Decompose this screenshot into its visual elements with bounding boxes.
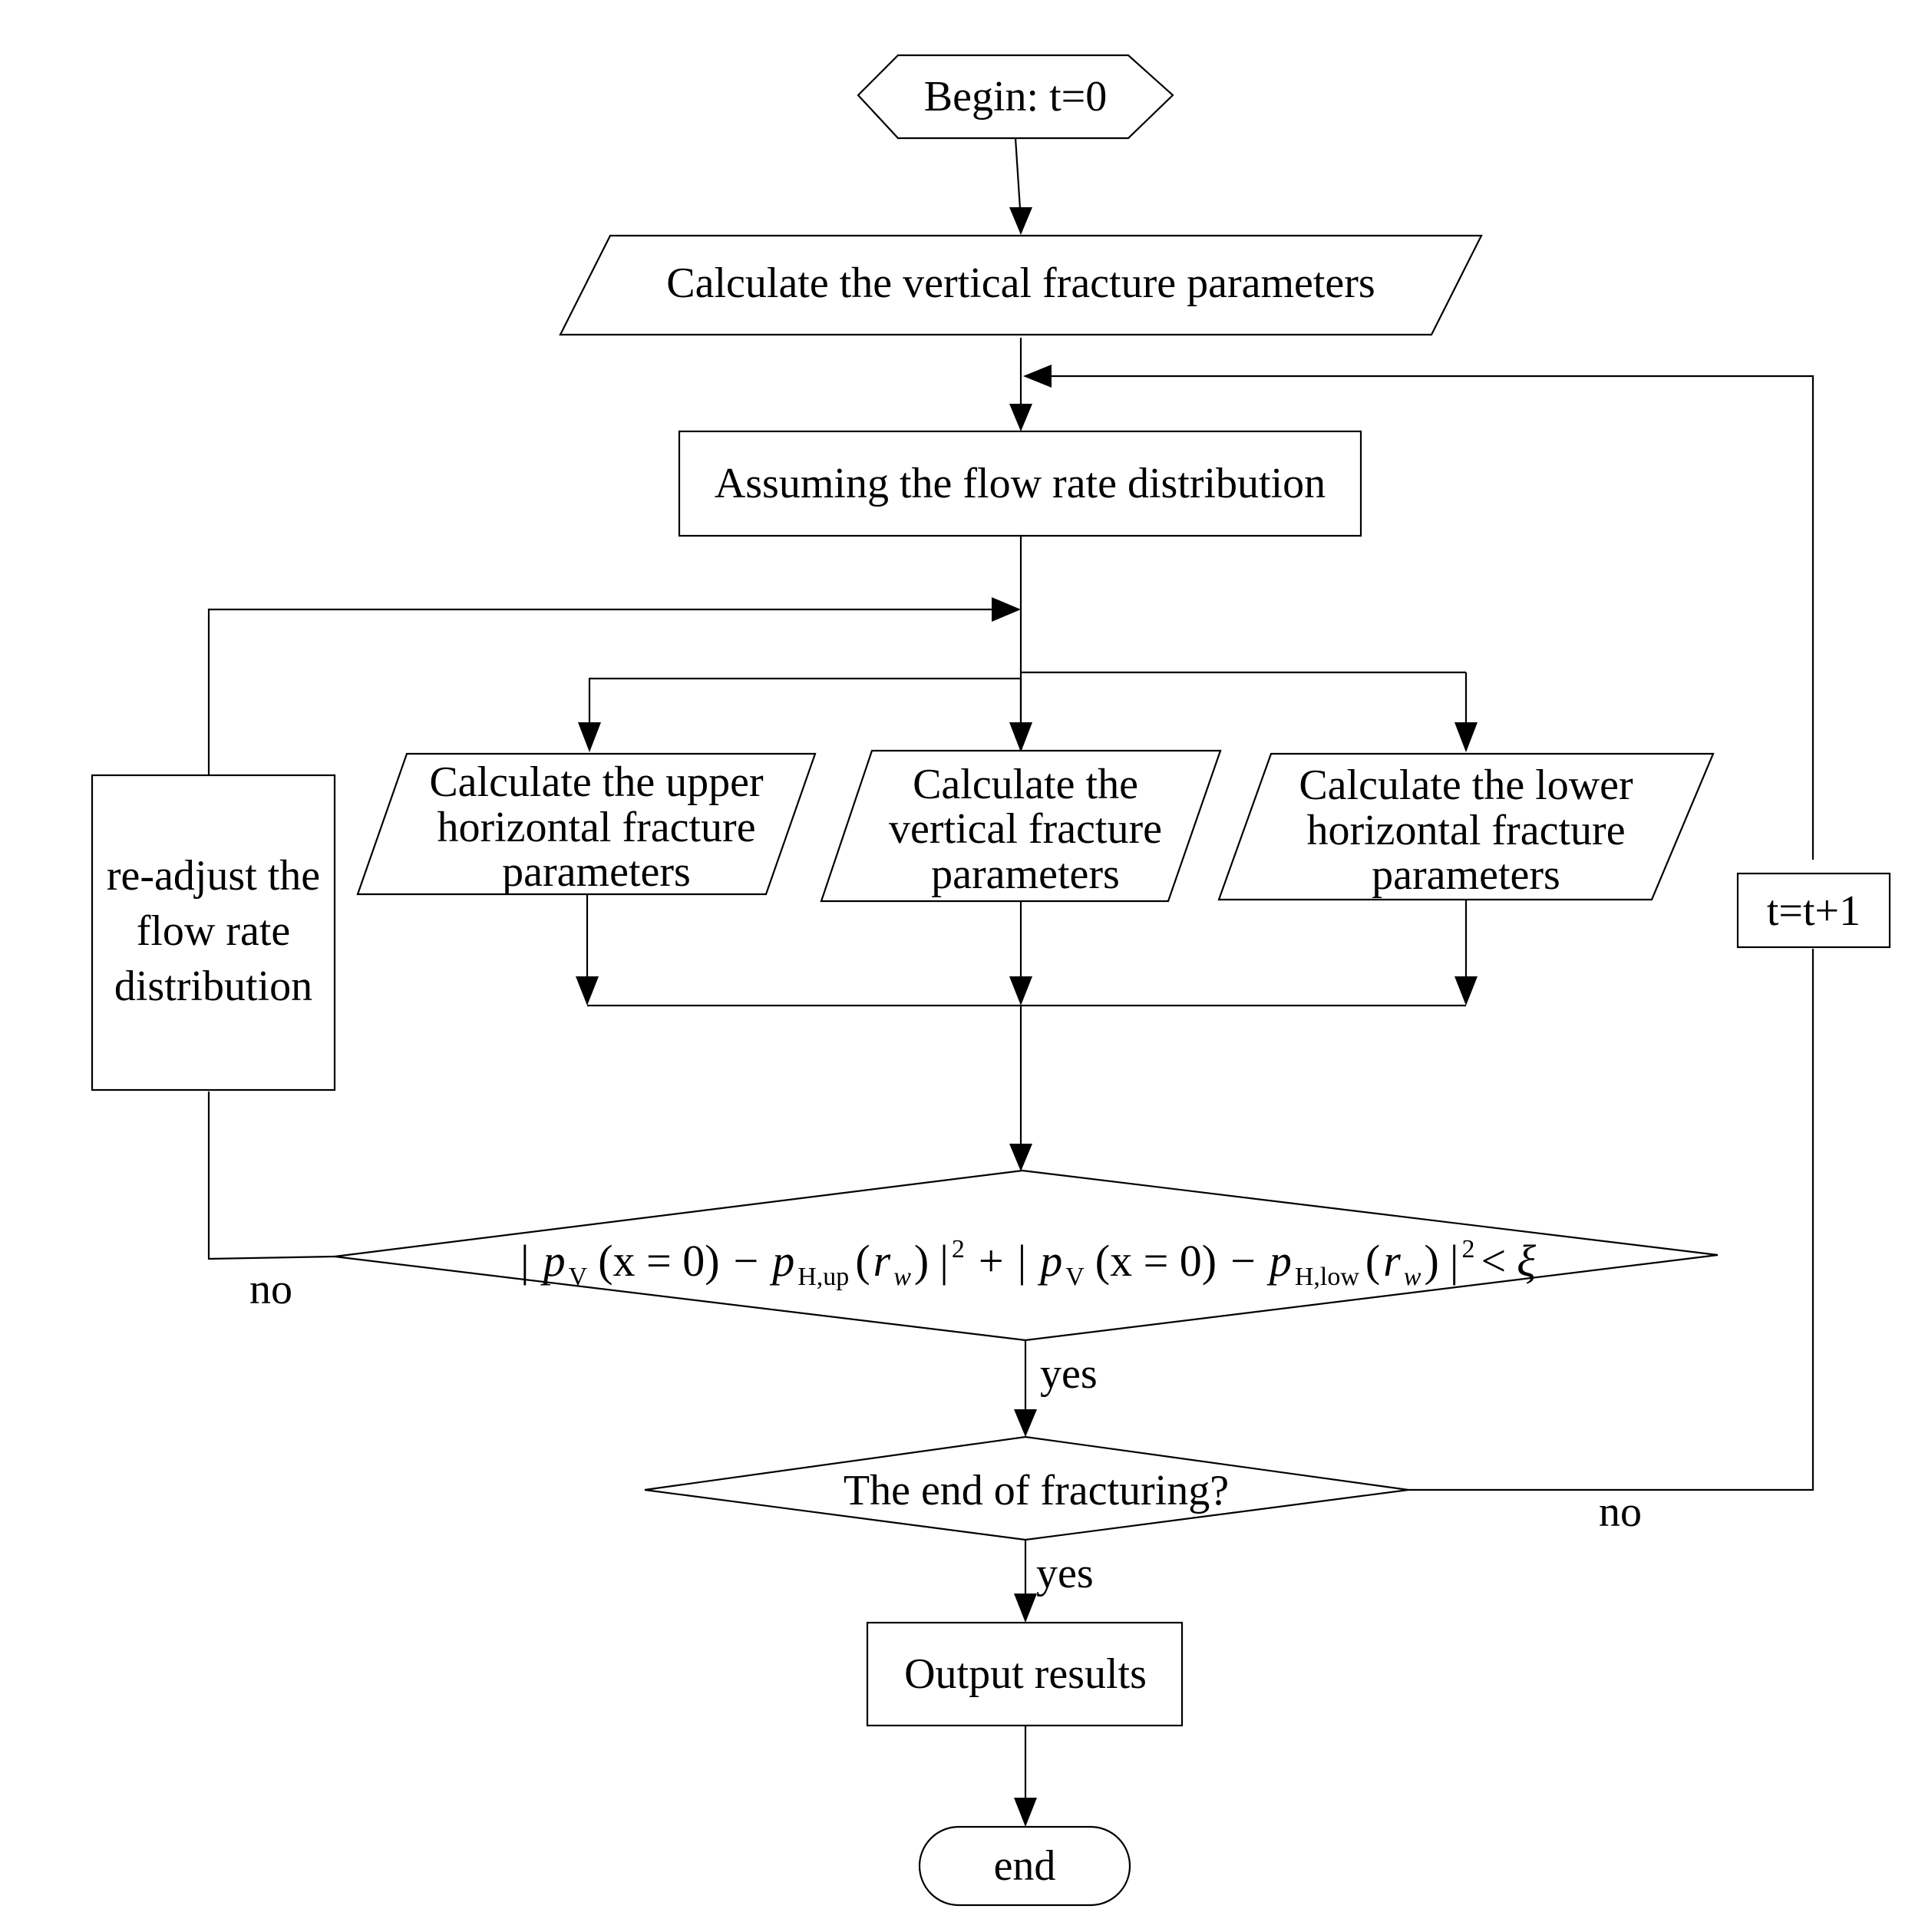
condition-diamond [334,1169,1719,1342]
output-box [866,1621,1184,1727]
edge-readjust-up [207,608,993,775]
calc-vertical-node: Calculate the vertical fracture paramete… [820,749,1222,903]
calc-vertical-line-3: parameters [931,850,1120,898]
assume-flow-box [678,430,1362,537]
readjust-line-2: flow rate [137,907,291,955]
formula-p-1: p [540,1236,566,1286]
formula-paren-open-2: ( [1365,1236,1380,1286]
begin-node: Begin: t=0 [857,54,1174,140]
end-question-node: The end of fracturing? [644,1435,1409,1541]
arrowhead-merge-center [1009,976,1032,1006]
formula-r-1: r [873,1236,891,1286]
readjust-line-3: distribution [114,963,312,1010]
calc-lower-line-3: parameters [1372,851,1560,899]
formula-paren-close-2: ) [1424,1236,1438,1286]
formula-sup-1: 2 [952,1235,965,1263]
calc-vertical-top-parallelogram [559,234,1483,336]
calc-vertical-line-1: Calculate the [913,761,1138,808]
end-terminator [918,1825,1131,1907]
end-yes-label: yes [1036,1550,1094,1597]
end-question-label: The end of fracturing? [844,1467,1229,1514]
formula-p-3: p [1037,1236,1062,1286]
begin-label: Begin: t=0 [924,73,1107,121]
calc-vertical-line-2: vertical fracture [889,805,1162,853]
formula-sub-w-2: w [1404,1263,1421,1291]
end-label: end [994,1842,1056,1890]
formula-x-1: (x = 0) [598,1236,719,1286]
end-question-diamond [644,1435,1409,1541]
formula-sub-w-1: w [893,1263,911,1291]
calc-vertical-parallelogram [820,749,1222,903]
formula-minus-1: − [734,1236,759,1286]
calc-lower-line-1: Calculate the lower [1299,761,1633,809]
formula-bar-3: | [1018,1236,1027,1286]
arrowhead-loop-return [1023,365,1052,388]
formula-sub-hlow: H,low [1295,1263,1360,1291]
arrowhead-cond [1009,1144,1032,1171]
arrowhead-merge-left [576,976,599,1006]
arrowhead-readjust-return [992,597,1021,622]
increment-label: t=t+1 [1767,887,1861,935]
arrowhead-calc-top [1009,207,1032,235]
calc-lower-line-2: horizontal fracture [1306,807,1625,854]
calc-upper-line-1: Calculate the upper [429,758,764,806]
readjust-box [91,774,336,1091]
formula-x-2: (x = 0) [1095,1236,1217,1286]
cond-yes-label: yes [1040,1350,1098,1398]
formula-paren-open-1: ( [855,1236,870,1286]
connectors [207,137,1814,1827]
increment-node: t=t+1 [1736,872,1891,949]
arrowhead-vertical [1009,722,1032,752]
formula-minus-2: − [1230,1236,1256,1286]
arrowhead-endq [1014,1409,1037,1437]
calc-lower-node: Calculate the lower horizontal fracture … [1217,752,1715,901]
edge-increment-loop [1408,949,1814,1491]
readjust-node: re-adjust the flow rate distribution [91,774,336,1091]
arrowhead-end [1014,1798,1037,1827]
calc-vertical-top-label: Calculate the vertical fracture paramete… [666,259,1375,307]
formula-xi: ξ [1517,1236,1536,1286]
edge-increment-return [1050,375,1814,860]
edge-begin-to-calc [1014,137,1022,210]
formula-p-4: p [1266,1236,1292,1286]
formula-bar-4: | [1450,1236,1459,1286]
formula-sub-hup: H,up [797,1263,849,1291]
assume-flow-label: Assuming the flow rate distribution [715,460,1326,507]
calc-upper-line-3: parameters [502,848,691,896]
calc-upper-parallelogram [356,752,817,896]
condition-node: | p V (x = 0) − p H,up ( r w ) | 2 + | p… [334,1169,1719,1342]
output-node: Output results [866,1621,1184,1727]
calc-lower-parallelogram [1217,752,1715,901]
edge-cond-no [207,1091,335,1260]
formula-sub-v-2: V [1065,1263,1085,1291]
formula-bar-2: | [939,1236,949,1286]
output-label: Output results [904,1650,1147,1698]
condition-formula: | p V (x = 0) − p H,up ( r w ) | 2 + | p… [520,1235,1536,1291]
arrowhead-upper [578,722,601,752]
edge-split-bar [588,677,1022,724]
formula-bar-1: | [520,1236,530,1286]
formula-paren-close-1: ) [914,1236,929,1286]
arrowhead-assume [1009,404,1032,431]
formula-r-2: r [1383,1236,1401,1286]
begin-hexagon [857,54,1174,140]
assume-flow-node: Assuming the flow rate distribution [678,430,1362,537]
formula-p-2: p [769,1236,794,1286]
formula-lt: < [1481,1236,1506,1286]
formula-sub-v-1: V [569,1263,588,1291]
increment-box [1736,872,1891,949]
formula-plus: + [979,1236,1004,1286]
end-no-label: no [1599,1488,1642,1536]
cond-no-label: no [249,1266,292,1313]
calc-upper-node: Calculate the upper horizontal fracture … [356,752,817,896]
arrowhead-output [1014,1593,1037,1623]
arrowhead-merge-right [1454,976,1478,1006]
formula-sup-2: 2 [1461,1235,1474,1263]
end-node: end [918,1825,1131,1907]
arrowhead-lower [1454,722,1478,752]
readjust-line-1: re-adjust the [107,852,320,900]
calc-upper-line-2: horizontal fracture [437,804,755,851]
calc-vertical-top-node: Calculate the vertical fracture paramete… [559,234,1483,336]
